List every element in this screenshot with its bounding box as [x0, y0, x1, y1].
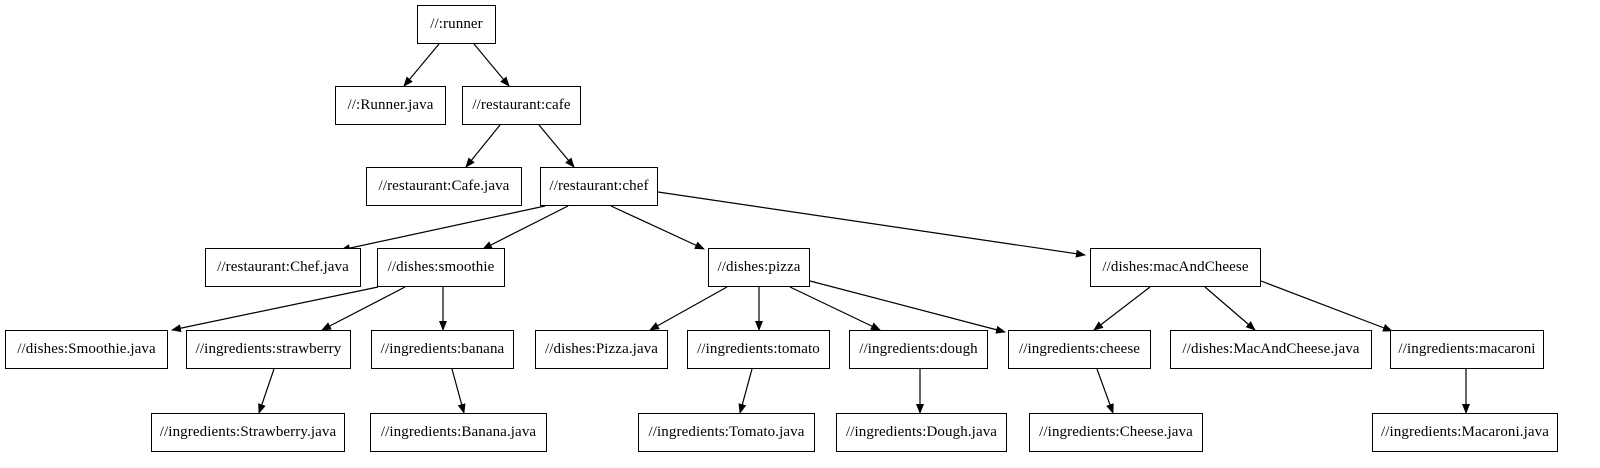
graph-node-label: //restaurant:cafe [472, 97, 571, 113]
graph-node-banana_java[interactable]: //ingredients:Banana.java [370, 413, 547, 452]
graph-node-runner_java[interactable]: //:Runner.java [335, 86, 446, 125]
graph-node-label: //:runner [430, 16, 483, 32]
graph-node-ing_dough[interactable]: //ingredients:dough [849, 330, 988, 369]
graph-node-label: //restaurant:Cafe.java [378, 178, 510, 194]
graph-node-ing_cheese[interactable]: //ingredients:cheese [1008, 330, 1151, 369]
graph-node-dishes_macandchz[interactable]: //dishes:macAndCheese [1090, 248, 1261, 287]
graph-node-label: //dishes:Pizza.java [544, 341, 659, 357]
graph-node-restaurant_chef[interactable]: //restaurant:chef [540, 167, 658, 206]
graph-node-pizza_java[interactable]: //dishes:Pizza.java [535, 330, 668, 369]
graph-node-label: //dishes:Smoothie.java [17, 341, 156, 357]
graph-node-label: //ingredients:macaroni [1398, 341, 1536, 357]
graph-node-tomato_java[interactable]: //ingredients:Tomato.java [638, 413, 815, 452]
graph-node-label: //restaurant:chef [549, 178, 649, 194]
graph-node-label: //ingredients:Tomato.java [648, 424, 805, 440]
graph-node-label: //:Runner.java [347, 97, 434, 113]
graph-node-strawberry_java[interactable]: //ingredients:Strawberry.java [151, 413, 345, 452]
graph-node-dishes_pizza[interactable]: //dishes:pizza [708, 248, 810, 287]
graph-node-macaroni_java[interactable]: //ingredients:Macaroni.java [1372, 413, 1558, 452]
graph-node-label: //ingredients:Banana.java [380, 424, 537, 440]
graph-node-label: //ingredients:tomato [697, 341, 820, 357]
graph-node-label: //dishes:MacAndCheese.java [1182, 341, 1360, 357]
graph-node-label: //ingredients:Dough.java [845, 424, 998, 440]
graph-node-label: //ingredients:dough [859, 341, 978, 357]
graph-node-label: //dishes:macAndCheese [1102, 259, 1249, 275]
graph-node-label: //ingredients:Cheese.java [1039, 424, 1193, 440]
graph-node-ing_strawberry[interactable]: //ingredients:strawberry [186, 330, 351, 369]
graph-node-ing_banana[interactable]: //ingredients:banana [371, 330, 514, 369]
graph-node-label: //ingredients:Macaroni.java [1380, 424, 1550, 440]
graph-node-runner[interactable]: //:runner [417, 5, 496, 44]
graph-node-chef_java[interactable]: //restaurant:Chef.java [205, 248, 361, 287]
graph-node-smoothie_java[interactable]: //dishes:Smoothie.java [5, 330, 168, 369]
graph-node-label: //ingredients:cheese [1018, 341, 1141, 357]
graph-node-ing_tomato[interactable]: //ingredients:tomato [687, 330, 830, 369]
graph-node-label: //ingredients:Strawberry.java [159, 424, 337, 440]
graph-node-dough_java[interactable]: //ingredients:Dough.java [836, 413, 1007, 452]
graph-node-macandchz_java[interactable]: //dishes:MacAndCheese.java [1170, 330, 1372, 369]
graph-node-label: //dishes:smoothie [387, 259, 495, 275]
graph-node-label: //dishes:pizza [717, 259, 801, 275]
graph-node-label: //ingredients:banana [380, 341, 505, 357]
graph-node-ing_macaroni[interactable]: //ingredients:macaroni [1390, 330, 1544, 369]
graph-node-dishes_smoothie[interactable]: //dishes:smoothie [377, 248, 505, 287]
graph-node-label: //restaurant:Chef.java [217, 259, 349, 275]
graph-node-label: //ingredients:strawberry [195, 341, 342, 357]
graph-node-restaurant_cafe[interactable]: //restaurant:cafe [462, 86, 581, 125]
graph-node-cheese_java[interactable]: //ingredients:Cheese.java [1029, 413, 1203, 452]
graph-node-cafe_java[interactable]: //restaurant:Cafe.java [366, 167, 522, 206]
